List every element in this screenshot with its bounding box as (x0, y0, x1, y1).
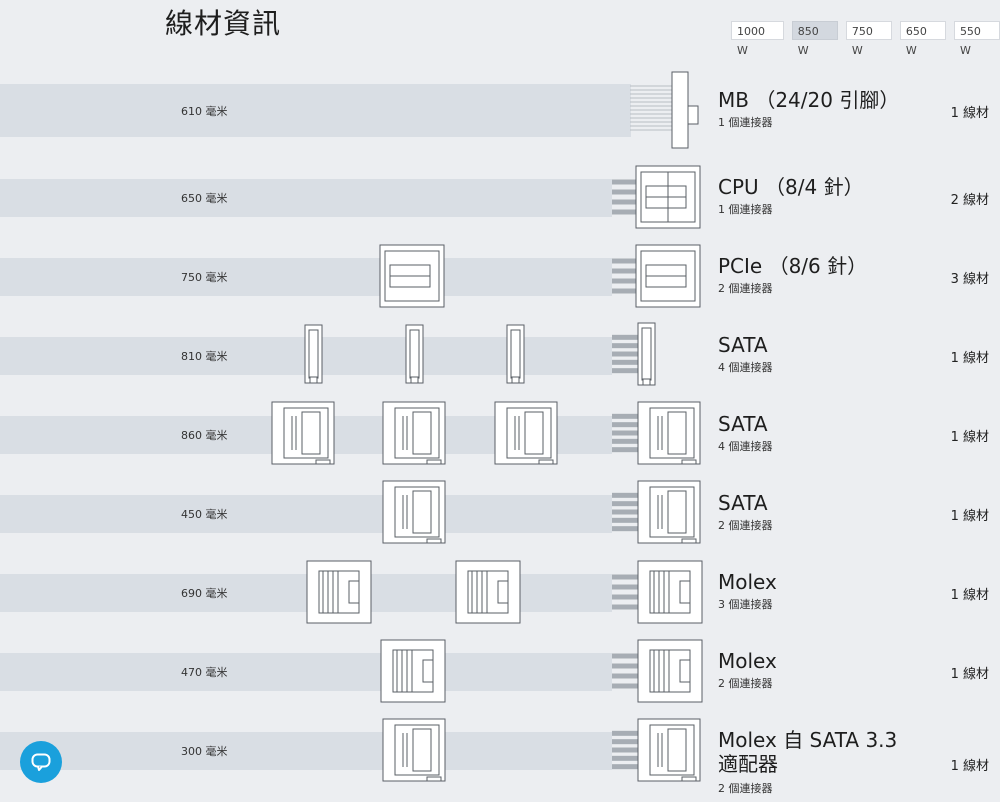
cable-name: CPU （8/4 針） (718, 175, 864, 199)
cable-name: MB （24/20 引腳） (718, 88, 900, 112)
mb-connector (630, 71, 699, 149)
cable-band (0, 653, 612, 691)
connector-count: 1 個連接器 (718, 116, 773, 129)
cable-band (0, 179, 612, 217)
cable-length: 690 毫米 (181, 587, 228, 600)
cable-name: SATA (718, 491, 768, 515)
connector-count: 1 個連接器 (718, 203, 773, 216)
connector-count: 2 個連接器 (718, 677, 773, 690)
cable-quantity: 1 線材 (950, 759, 989, 774)
connector-count: 2 個連接器 (718, 282, 773, 295)
connector-count: 4 個連接器 (718, 361, 773, 374)
wattage-tab-1000[interactable]: 1000 W (731, 21, 784, 57)
molex-connector (306, 560, 372, 624)
wire-bundle (612, 258, 638, 294)
cable-quantity: 3 線材 (950, 272, 989, 287)
connector-count: 2 個連接器 (718, 519, 773, 532)
wattage-tab-650[interactable]: 650 W (899, 21, 946, 57)
cable-length: 470 毫米 (181, 666, 228, 679)
connector-count: 2 個連接器 (718, 782, 773, 795)
cable-quantity: 1 線材 (950, 509, 989, 524)
cable-length: 450 毫米 (181, 508, 228, 521)
chat-button[interactable] (20, 741, 62, 783)
wire-bundle (612, 179, 638, 215)
sata-adapter-connector (637, 718, 701, 782)
cable-length: 750 毫米 (181, 271, 228, 284)
wire-bundle (612, 492, 638, 532)
cable-band (0, 495, 612, 533)
cable-name: Molex (718, 570, 777, 594)
sata-adapter-connector (382, 718, 446, 782)
cable-quantity: 1 線材 (950, 588, 989, 603)
sata-connector (382, 401, 446, 465)
cable-name: Molex 自 SATA 3.3 適配器 (718, 728, 898, 776)
wire-bundle (612, 574, 638, 610)
page-title: 線材資訊 (165, 7, 282, 40)
cable-length: 860 毫米 (181, 429, 228, 442)
wire-bundle (612, 653, 638, 689)
molex-connector (380, 639, 446, 703)
cable-length: 300 毫米 (181, 745, 228, 758)
cable-band (0, 258, 612, 296)
molex-connector (637, 560, 703, 624)
cable-quantity: 1 線材 (950, 667, 989, 682)
wattage-selector: 1000 W 850 W 750 W 650 W 550 W (731, 21, 1000, 57)
cable-band (0, 732, 612, 770)
sata-connector (271, 401, 335, 465)
cable-name: SATA (718, 412, 768, 436)
cable-length: 810 毫米 (181, 350, 228, 363)
sata-connector (506, 324, 525, 384)
sata-connector (304, 324, 323, 384)
cable-quantity: 1 線材 (950, 430, 989, 445)
sata-connector (637, 401, 701, 465)
molex-connector (637, 639, 703, 703)
sata-connector (494, 401, 558, 465)
cable-quantity: 2 線材 (950, 193, 989, 208)
wire-bundle (612, 413, 638, 453)
cable-quantity: 1 線材 (950, 105, 989, 121)
cable-band (0, 84, 631, 137)
wattage-tab-850[interactable]: 850 W (791, 21, 838, 57)
cable-quantity: 1 線材 (950, 351, 989, 366)
cable-name: SATA (718, 333, 768, 357)
sata-connector (637, 322, 656, 386)
pcie-connector (379, 244, 445, 308)
sata-connector (637, 480, 701, 544)
connector-count: 3 個連接器 (718, 598, 773, 611)
connector-count: 4 個連接器 (718, 440, 773, 453)
wattage-tab-550[interactable]: 550 W (953, 21, 1000, 57)
pcie-connector (635, 244, 701, 308)
sata-connector (382, 480, 446, 544)
wire-bundle (612, 334, 638, 374)
wattage-tab-750[interactable]: 750 W (845, 21, 892, 57)
cable-length: 610 毫米 (181, 104, 228, 118)
cable-name: Molex (718, 649, 777, 673)
cable-length: 650 毫米 (181, 192, 228, 205)
molex-connector (455, 560, 521, 624)
chat-bubble-icon (31, 753, 51, 771)
wire-bundle (612, 730, 638, 770)
cpu-connector (635, 165, 701, 229)
sata-connector (405, 324, 424, 384)
cable-name: PCIe （8/6 針） (718, 254, 868, 278)
